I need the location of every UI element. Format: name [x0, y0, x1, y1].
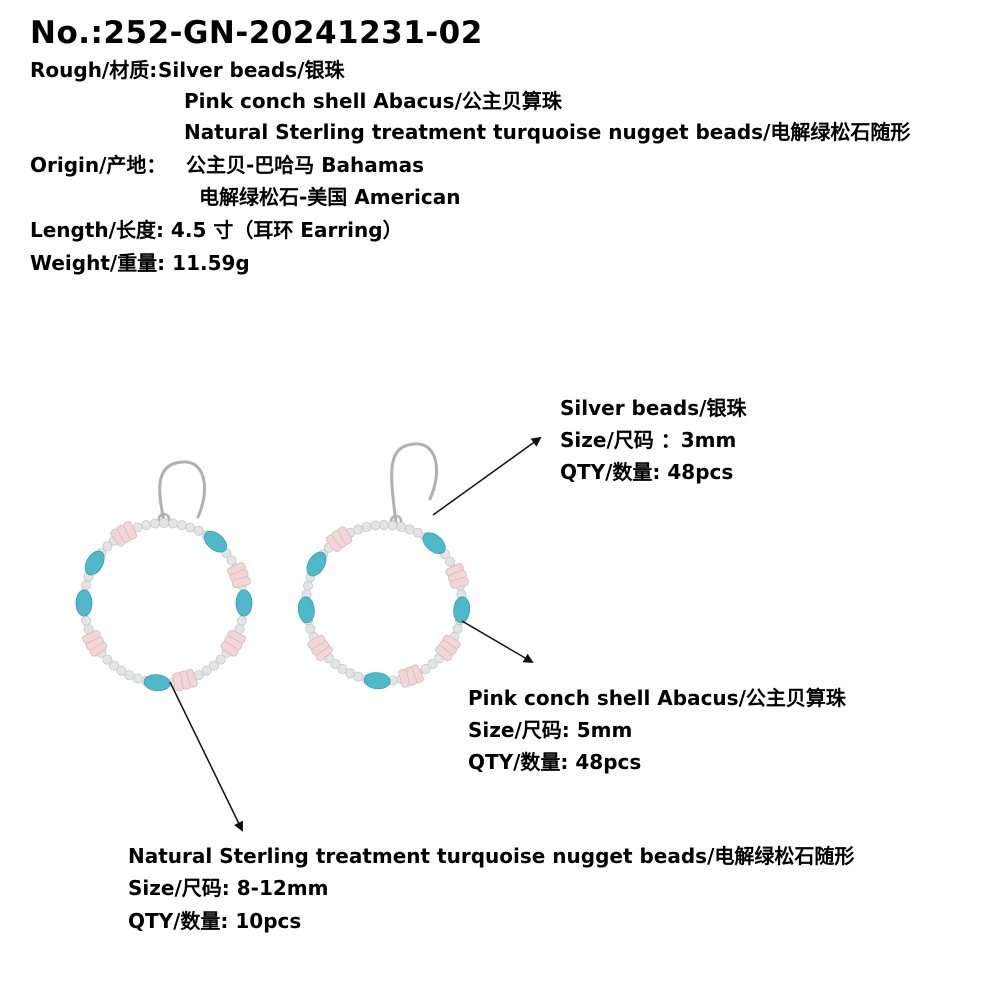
arrow-turquoise — [169, 681, 243, 832]
spec-rough-label: Rough/材质: — [30, 58, 158, 82]
silver-bead — [81, 580, 92, 591]
silver-bead — [236, 615, 247, 626]
pink-shell-bead — [172, 672, 184, 692]
earring-photo — [75, 436, 542, 832]
callout-pink-qty: QTY/数量: 48pcs — [468, 750, 642, 774]
silver-bead — [141, 520, 152, 531]
spec-rough-pink: Pink conch shell Abacus/公主贝算珠 — [184, 89, 562, 113]
pink-shell-bead — [337, 526, 353, 545]
silver-bead — [158, 518, 169, 529]
silver-bead — [185, 522, 196, 533]
silver-bead — [149, 518, 160, 529]
spec-rough-turquoise: Natural Sterling treatment turquoise nug… — [184, 120, 911, 144]
arrow-pink — [461, 620, 534, 664]
silver-bead — [201, 665, 212, 676]
silver-bead — [81, 615, 92, 626]
silver-bead — [102, 654, 113, 665]
pink-shell-bead — [435, 645, 453, 662]
pink-shell-bead — [82, 629, 101, 644]
silver-bead — [412, 527, 423, 538]
silver-bead — [353, 524, 364, 535]
silver-bead — [396, 522, 407, 533]
silver-bead — [102, 541, 113, 552]
turquoise-nugget — [75, 589, 93, 617]
callout-turquoise-qty: QTY/数量: 10pcs — [128, 909, 302, 933]
callout-silver-qty: QTY/数量: 48pcs — [560, 460, 734, 484]
silver-bead — [305, 623, 316, 634]
spec-rough-silver: Silver beads/银珠 — [158, 58, 345, 82]
silver-bead — [387, 520, 398, 531]
spec-origin-turquoise: 电解绿松石-美国 American — [199, 185, 461, 209]
callout-turquoise-size: Size/尺码: 8-12mm — [128, 876, 329, 900]
silver-bead — [378, 520, 389, 531]
pink-shell-bead — [398, 668, 411, 688]
turquoise-nugget — [306, 551, 327, 577]
turquoise-nugget — [143, 674, 171, 692]
silver-bead — [167, 518, 178, 529]
silver-bead — [302, 580, 313, 591]
turquoise-nugget — [453, 596, 471, 624]
product-title: No.:252-GN-20241231-02 — [30, 15, 483, 51]
silver-bead — [370, 520, 381, 531]
arrow-silver — [432, 436, 542, 516]
spec-origin-pink: 公主贝-巴哈马 Bahamas — [186, 153, 424, 177]
turquoise-nugget — [235, 589, 253, 617]
silver-bead — [124, 670, 135, 681]
ear-hook — [158, 460, 206, 523]
ear-hook — [390, 442, 438, 525]
silver-bead — [427, 659, 438, 670]
earring-left — [75, 460, 253, 692]
callout-pink-size: Size/尺码: 5mm — [468, 718, 633, 742]
pink-shell-bead — [123, 521, 138, 540]
turquoise-nugget — [422, 532, 446, 554]
silver-bead — [330, 659, 341, 670]
callout-silver-size: Size/尺码 ：3mm — [560, 428, 737, 452]
spec-origin-label: Origin/产地： — [30, 153, 167, 177]
silver-bead — [208, 660, 219, 671]
silver-bead — [116, 665, 127, 676]
silver-bead — [193, 525, 204, 536]
silver-bead — [215, 654, 226, 665]
callout-silver-name: Silver beads/银珠 — [560, 396, 747, 420]
callout-pink-name: Pink conch shell Abacus/公主贝算珠 — [468, 686, 846, 710]
spec-weight: Weight/重量: 11.59g — [30, 251, 250, 275]
silver-bead — [444, 556, 455, 567]
pink-shell-bead — [307, 634, 326, 650]
silver-bead — [337, 664, 348, 675]
turquoise-nugget — [363, 672, 391, 690]
pink-shell-bead — [449, 576, 469, 589]
silver-bead — [176, 520, 187, 531]
pink-shell-bead — [231, 576, 251, 589]
turquoise-nugget — [203, 530, 228, 553]
spec-length: Length/长度: 4.5 寸（耳环 Earring） — [30, 218, 403, 242]
silver-bead — [361, 522, 372, 533]
turquoise-nugget — [84, 550, 105, 576]
callout-turquoise-name: Natural Sterling treatment turquoise nug… — [128, 844, 855, 868]
silver-bead — [345, 668, 356, 679]
silver-bead — [132, 673, 143, 684]
silver-bead — [226, 555, 237, 566]
earring-right — [297, 442, 471, 690]
silver-bead — [109, 660, 120, 671]
pink-shell-bead — [220, 641, 239, 657]
turquoise-nugget — [297, 596, 315, 624]
silver-bead — [420, 664, 431, 675]
